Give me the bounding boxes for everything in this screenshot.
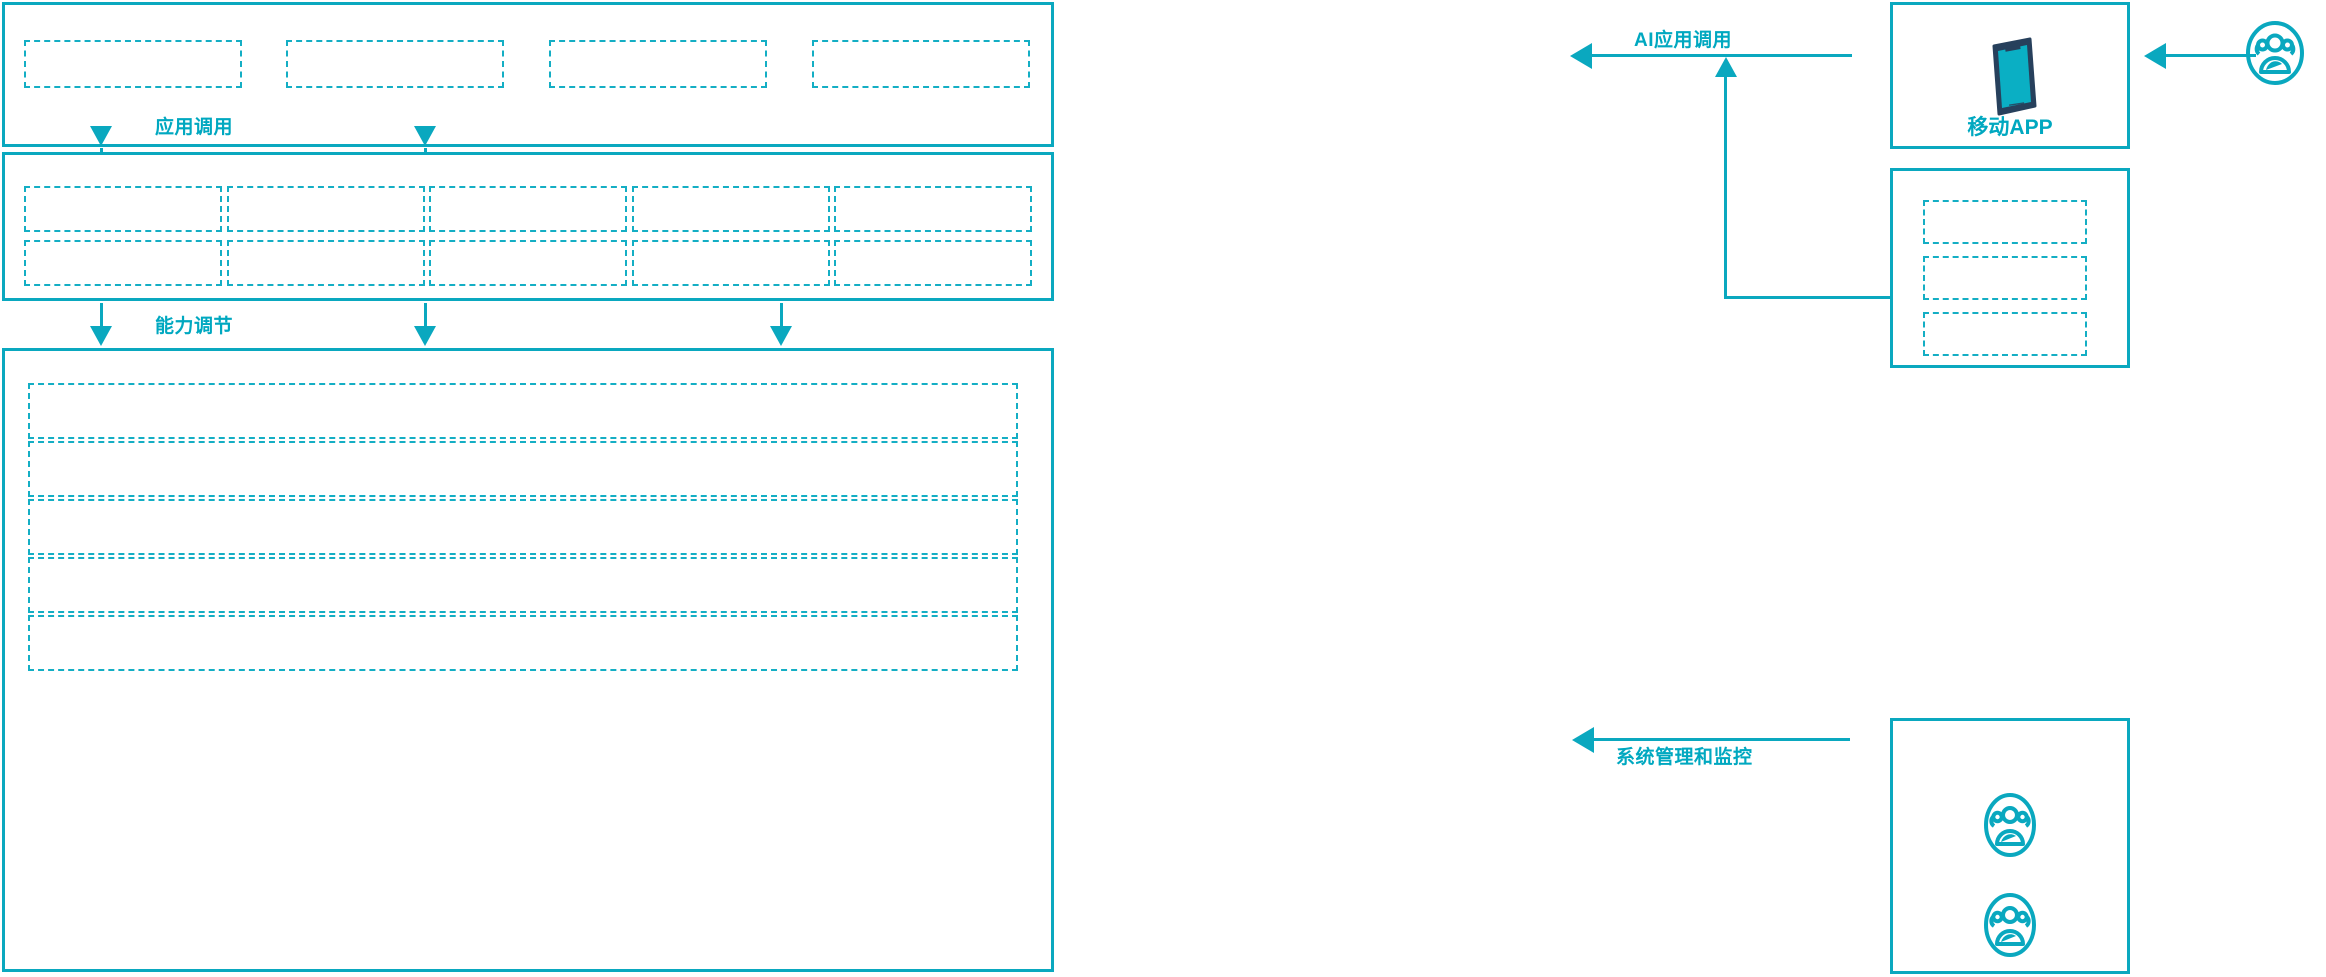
channel-to-ai-call-arrow-head — [1715, 57, 1737, 77]
channel-slot-2[interactable] — [1923, 256, 2087, 300]
capability-slot-r2c1[interactable] — [24, 240, 222, 286]
capability-slot-r2c5[interactable] — [834, 240, 1032, 286]
platform-layer-panel[interactable] — [2, 348, 1054, 972]
mobile-app-caption: 移动APP — [1967, 116, 2053, 139]
app-call-arrow-head-left — [90, 126, 112, 146]
ai-call-horizontal-line — [1592, 54, 1852, 57]
platform-row-2[interactable] — [28, 441, 1018, 497]
channel-slot-1[interactable] — [1923, 200, 2087, 244]
capability-slot-r2c4[interactable] — [632, 240, 830, 286]
external-user-group-icon — [2244, 20, 2306, 86]
capability-adjust-arrow-line-1 — [100, 303, 103, 331]
system-management-line — [1594, 738, 1850, 741]
capability-adjust-arrow-line-2 — [424, 303, 427, 331]
ai-call-arrow-head — [1570, 43, 1592, 69]
application-call-label: 应用调用 — [155, 117, 234, 138]
capability-layer-panel[interactable] — [2, 152, 1054, 301]
capability-adjust-arrow-line-3 — [780, 303, 783, 331]
user-group-icon-top — [1980, 792, 2040, 858]
smartphone-icon — [1972, 34, 2052, 120]
platform-row-3[interactable] — [28, 499, 1018, 555]
capability-slot-r2c3[interactable] — [429, 240, 627, 286]
platform-row-4[interactable] — [28, 557, 1018, 613]
platform-row-1[interactable] — [28, 383, 1018, 439]
application-layer-panel[interactable] — [2, 2, 1054, 147]
external-actor-arrow-head — [2144, 43, 2166, 69]
capability-slot-r1c3[interactable] — [429, 186, 627, 232]
platform-row-5[interactable] — [28, 615, 1018, 671]
system-management-label: 系统管理和监控 — [1616, 747, 1753, 768]
capability-slot-r1c1[interactable] — [24, 186, 222, 232]
app-slot-3[interactable] — [549, 40, 767, 88]
channel-to-ai-call-riser — [1724, 75, 1727, 299]
channel-slot-3[interactable] — [1923, 312, 2087, 356]
capability-slot-r1c4[interactable] — [632, 186, 830, 232]
capability-adjust-arrow-head-2 — [414, 326, 436, 346]
capability-slot-r1c5[interactable] — [834, 186, 1032, 232]
app-call-arrow-head-right — [414, 126, 436, 146]
capability-adjust-label: 能力调节 — [155, 316, 234, 337]
system-management-arrow-head — [1572, 727, 1594, 753]
app-slot-4[interactable] — [812, 40, 1030, 88]
external-actor-line — [2166, 54, 2256, 57]
capability-slot-r2c2[interactable] — [227, 240, 425, 286]
capability-adjust-arrow-head-3 — [770, 326, 792, 346]
capability-slot-r1c2[interactable] — [227, 186, 425, 232]
user-group-icon-bottom — [1980, 892, 2040, 958]
app-slot-2[interactable] — [286, 40, 504, 88]
ai-application-call-label: AI应用调用 — [1634, 30, 1733, 51]
app-slot-1[interactable] — [24, 40, 242, 88]
capability-adjust-arrow-head-1 — [90, 326, 112, 346]
channel-to-ai-call-connector — [1724, 296, 1890, 299]
